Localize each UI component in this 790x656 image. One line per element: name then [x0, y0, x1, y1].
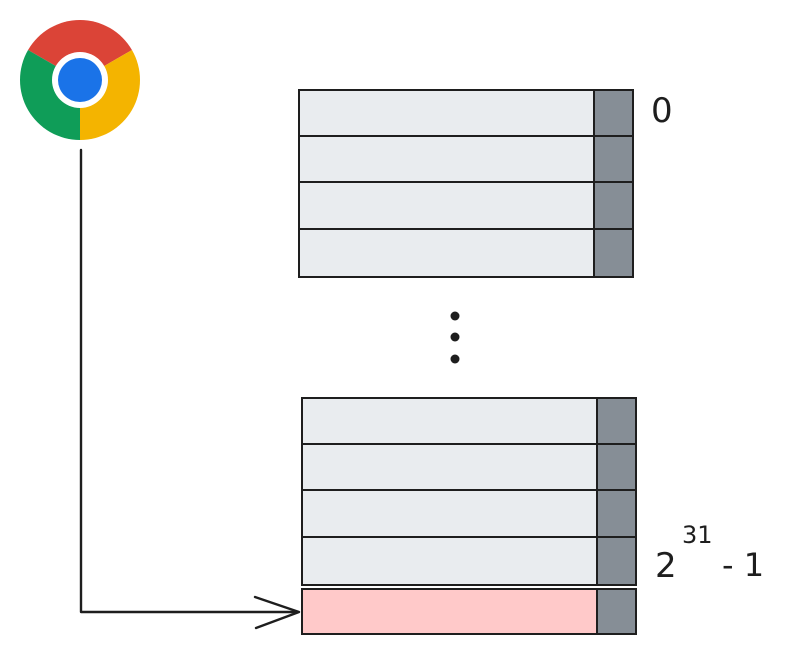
top-row-group [298, 89, 634, 278]
max-index-minus-one: - 1 [722, 546, 764, 584]
table-row [301, 443, 637, 491]
table-row [298, 228, 634, 278]
row-body [301, 443, 598, 491]
table-row [298, 135, 634, 183]
connector-line [79, 148, 300, 614]
max-index-base: 2 [655, 546, 677, 586]
row-cap [593, 89, 634, 137]
table-row [298, 89, 634, 137]
row-cap [596, 489, 637, 538]
bottom-row-group [301, 397, 637, 635]
row-cap [596, 588, 637, 635]
row-cap [596, 443, 637, 491]
row-cap [593, 135, 634, 183]
row-cap [596, 397, 637, 445]
ellipsis-dot [450, 311, 460, 321]
ellipsis-dot [450, 332, 460, 342]
ellipsis [450, 311, 460, 364]
row-body [298, 228, 595, 278]
table-row [301, 536, 637, 586]
row-cap [596, 536, 637, 586]
row-body [298, 89, 595, 137]
chrome-red-segment [28, 20, 132, 80]
table-row [298, 181, 634, 230]
row-cap [593, 228, 634, 278]
max-index-exponent: 31 [682, 521, 713, 549]
table-row [301, 397, 637, 445]
row-body [298, 181, 595, 230]
chrome-icon [20, 20, 140, 140]
row-body [301, 489, 598, 538]
row-body [301, 536, 598, 586]
row-body [298, 135, 595, 183]
row-cap [593, 181, 634, 230]
max-index-label: 2 31 - 1 [655, 521, 764, 586]
arrow-icon [253, 595, 301, 630]
row-body [301, 588, 598, 635]
highlighted-row [301, 588, 637, 635]
table-row [301, 489, 637, 538]
chrome-center [58, 58, 102, 102]
top-index-label: 0 [651, 91, 673, 131]
row-body [301, 397, 598, 445]
ellipsis-dot [450, 354, 460, 364]
